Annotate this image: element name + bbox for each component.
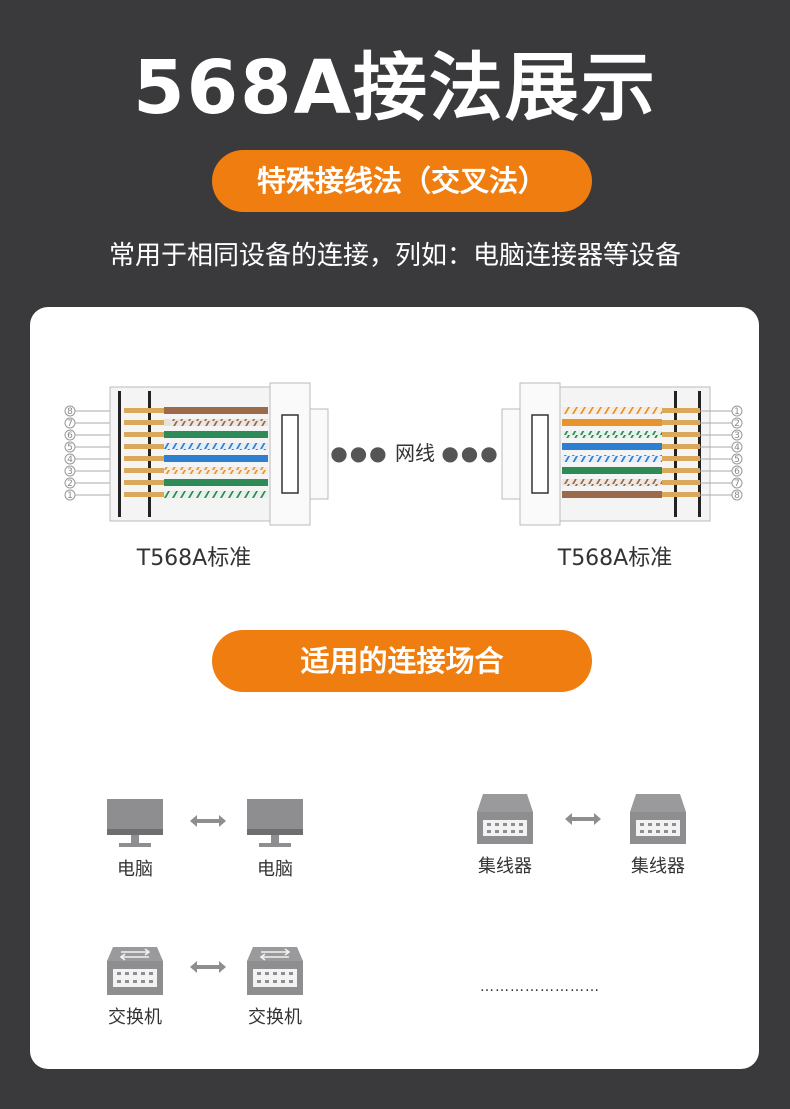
pc-device-left: 电脑 <box>85 797 185 881</box>
content-card: 8 7 6 5 4 3 2 1 <box>30 307 759 1069</box>
scenarios-badge: 适用的连接场合 <box>212 630 592 692</box>
right-pin-numbers: 1 2 3 4 5 6 7 8 <box>731 405 743 501</box>
left-pin-label: 3 <box>67 467 73 477</box>
bidirectional-arrow-icon <box>190 961 226 973</box>
hub-icon <box>477 794 533 844</box>
right-pin-label: 5 <box>734 455 740 465</box>
device-label: 电脑 <box>257 859 293 880</box>
left-rj45-connector: 8 7 6 5 4 3 2 1 <box>64 382 329 526</box>
monitor-icon <box>107 799 163 847</box>
right-pin-label: 3 <box>734 431 740 441</box>
left-pin-label: 5 <box>67 443 73 453</box>
right-pin-label: 7 <box>734 479 740 489</box>
switch-device-left: 交换机 <box>85 945 185 1029</box>
left-pin-label: 8 <box>67 407 73 417</box>
usage-description: 常用于相同设备的连接，列如：电脑连接器等设备 <box>108 241 681 271</box>
pc-device-right: 电脑 <box>225 797 325 881</box>
device-label: 电脑 <box>117 859 153 880</box>
left-pin-numbers: 8 7 6 5 4 3 2 1 <box>64 405 76 501</box>
left-pin-label: 2 <box>67 479 73 489</box>
right-standard-label: T568A标准 <box>557 546 673 571</box>
hub-device-left: 集线器 <box>455 792 555 878</box>
left-pin-label: 4 <box>67 455 73 465</box>
hub-icon <box>630 794 686 844</box>
method-badge: 特殊接线法（交叉法） <box>212 150 592 212</box>
left-standard-label: T568A标准 <box>136 546 252 571</box>
device-label: 交换机 <box>248 1007 302 1028</box>
right-pin-label: 4 <box>734 443 740 453</box>
device-label: 集线器 <box>478 856 532 877</box>
switch-icon <box>247 947 303 995</box>
monitor-icon <box>247 799 303 847</box>
left-pin-label: 7 <box>67 419 73 429</box>
more-devices-ellipsis: …………………… <box>480 979 600 995</box>
switch-device-right: 交换机 <box>225 945 325 1029</box>
right-pin-label: 6 <box>734 467 740 477</box>
bidirectional-arrow-icon <box>565 813 601 825</box>
device-label: 集线器 <box>631 856 685 877</box>
switch-icon <box>107 947 163 995</box>
cable-label: ●●● 网线 ●●● <box>330 437 500 466</box>
right-pin-label: 2 <box>734 419 740 429</box>
dots-decoration: ●●● <box>330 441 389 465</box>
left-pin-label: 6 <box>67 431 73 441</box>
left-pin-label: 1 <box>67 491 73 501</box>
right-pin-label: 8 <box>734 491 740 501</box>
dots-decoration: ●●● <box>441 441 500 465</box>
device-label: 交换机 <box>108 1007 162 1028</box>
hub-device-right: 集线器 <box>608 792 708 878</box>
page-title: 568A接法展示 <box>133 45 657 131</box>
cable-text: 网线 <box>395 441 435 465</box>
right-pin-label: 1 <box>734 407 740 417</box>
bidirectional-arrow-icon <box>190 815 226 827</box>
right-rj45-connector: 1 2 3 4 5 6 7 8 <box>501 382 743 526</box>
